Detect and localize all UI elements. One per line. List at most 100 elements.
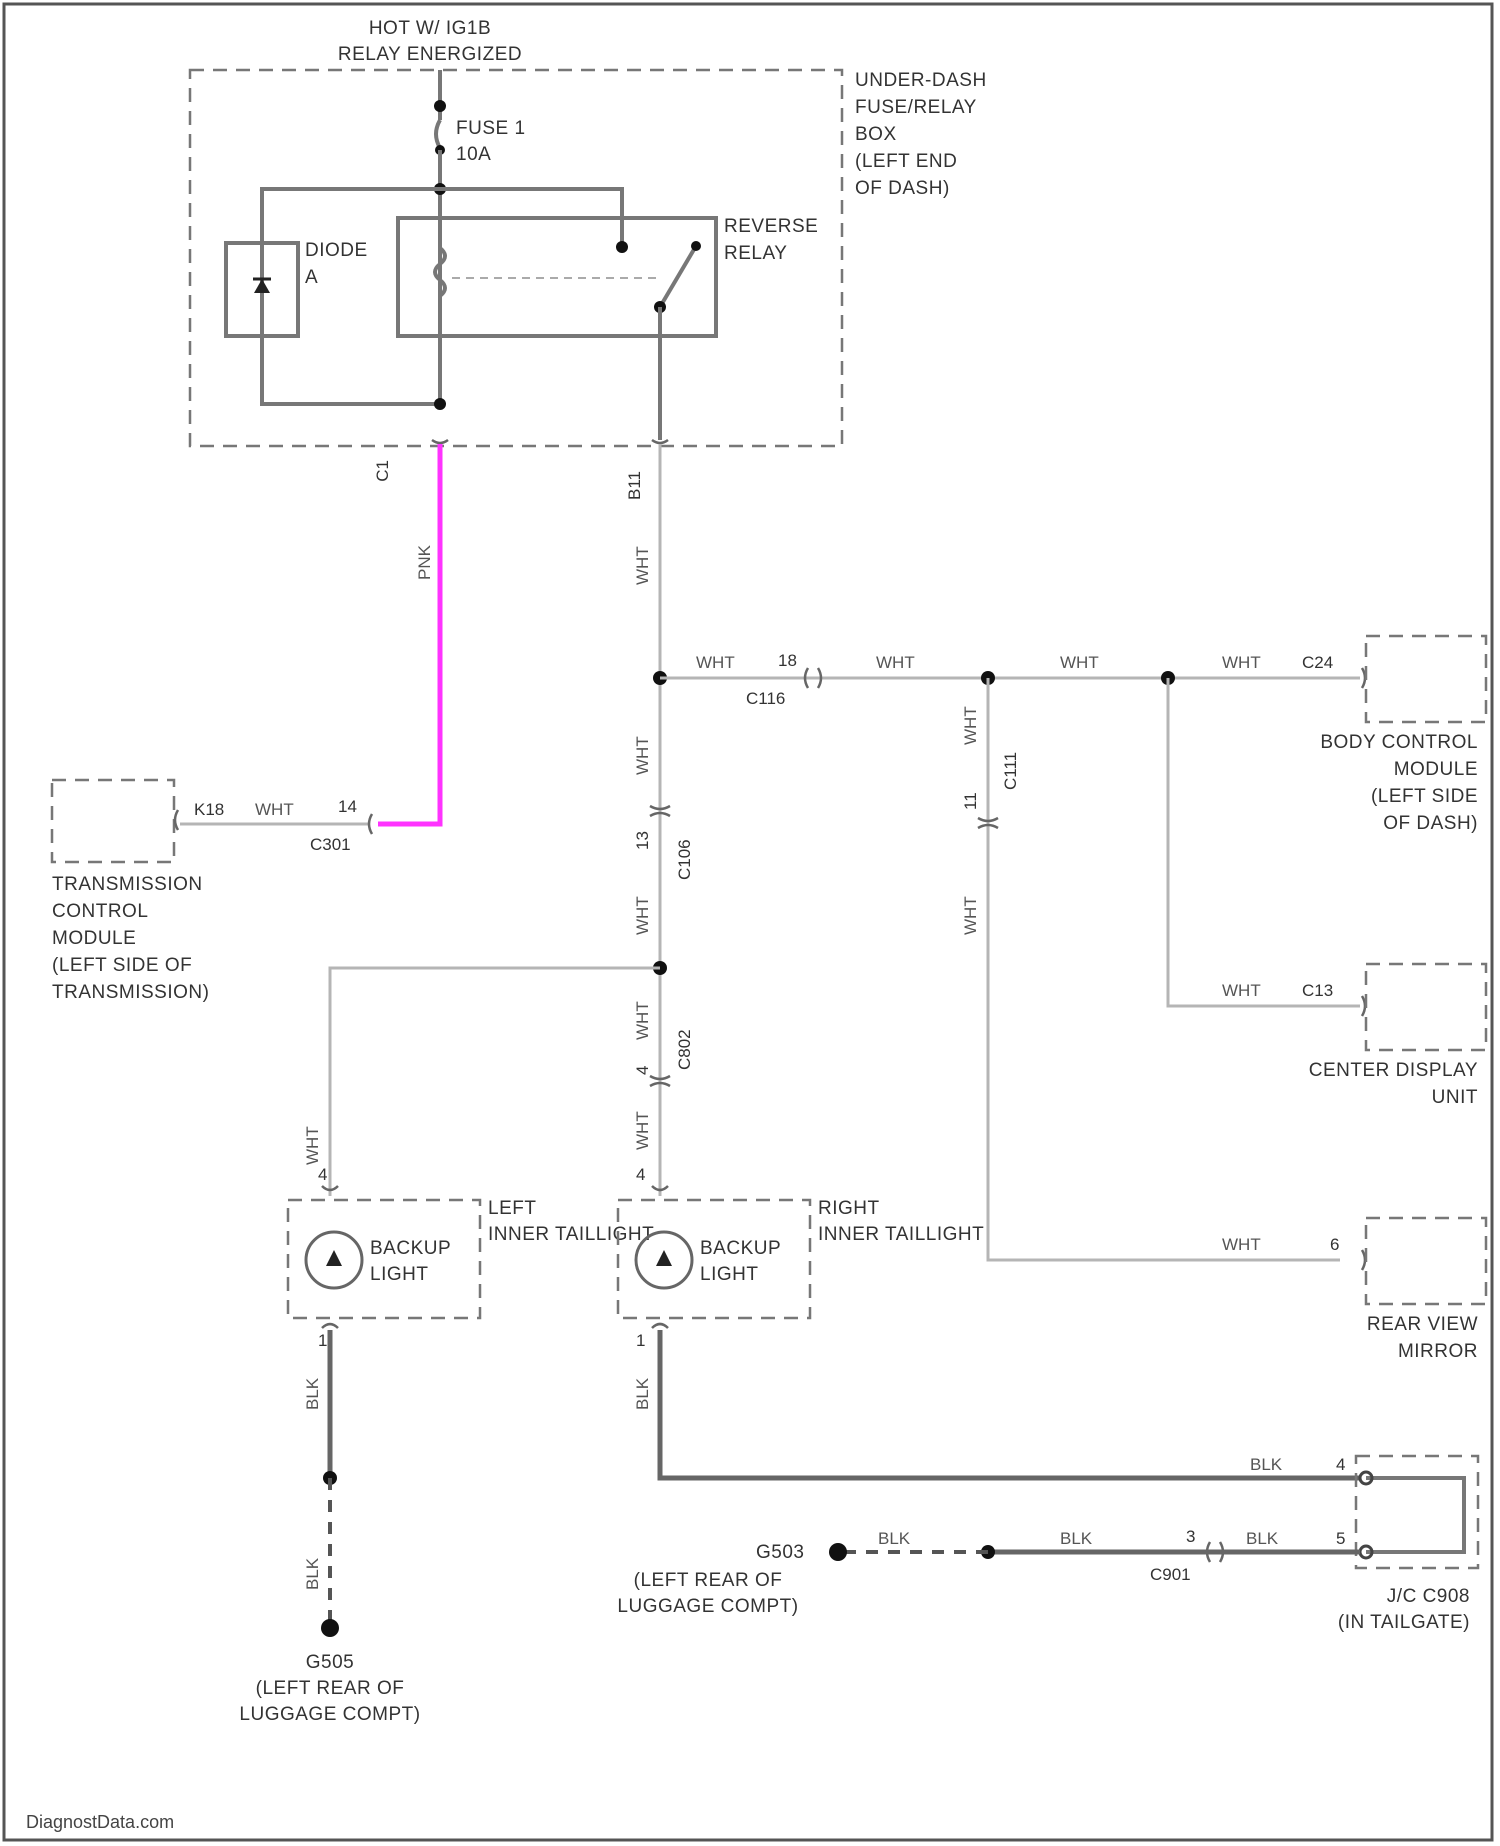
pink-wire-label: PNK [415, 544, 434, 580]
fuse-box-label-4: (LEFT END [855, 151, 957, 172]
left-backup-label-1: BACKUP [370, 1238, 451, 1259]
left-lamp-pin-top: 4 [318, 1165, 327, 1184]
wire-color-h1: WHT [696, 653, 735, 672]
tcm-label-2: CONTROL [52, 901, 148, 922]
tcm-label-3: MODULE [52, 928, 136, 949]
fuse-box-label-2: FUSE/RELAY [855, 97, 977, 118]
c301-connector [369, 814, 372, 834]
diode-symbol [254, 279, 270, 293]
pin-b11-label: B11 [625, 471, 644, 500]
pink-wire-tcm [378, 444, 440, 824]
cdu-wire-color: WHT [1222, 981, 1261, 1000]
fuse-rating: 10A [456, 144, 491, 165]
c116-label: C116 [746, 689, 785, 708]
g503-loc-2: LUGGAGE COMPT) [617, 1596, 798, 1617]
c901-label: C901 [1150, 1565, 1191, 1584]
relay-contact-node [616, 241, 628, 253]
diode-id: A [305, 267, 318, 288]
fuse-out-node [434, 398, 446, 410]
g503-ground-icon [829, 1543, 847, 1561]
left-bulb-led-icon [326, 1250, 342, 1266]
c301-label: C301 [310, 835, 351, 854]
right-taillight-box [618, 1200, 810, 1318]
right-blk-color: BLK [633, 1377, 652, 1410]
bcm-label-1: BODY CONTROL [1320, 732, 1478, 753]
relay-switch-tip [691, 241, 701, 251]
c106-label: C106 [675, 839, 694, 880]
c802-label: C802 [675, 1029, 694, 1070]
bcm-connector [1362, 668, 1365, 688]
mirror-box [1366, 1218, 1486, 1304]
bcm-pin: C24 [1302, 653, 1333, 672]
power-source-line1: HOT W/ IG1B [369, 18, 491, 39]
tcm-label-5: TRANSMISSION) [52, 982, 209, 1003]
wire-color-h3: WHT [1060, 653, 1099, 672]
jc-pin-bot: 5 [1336, 1529, 1345, 1548]
tcm-pin: K18 [194, 800, 224, 819]
jc-wire-color-top: BLK [1250, 1455, 1283, 1474]
left-taillight-label-1: LEFT [488, 1198, 536, 1219]
fusebox-b11-connector [652, 440, 668, 443]
wire-color-h4: WHT [1222, 653, 1261, 672]
mirror-pin: 6 [1330, 1235, 1339, 1254]
g505-label: G505 [306, 1652, 354, 1673]
tcm-box [52, 780, 174, 862]
left-taillight-feed [330, 968, 660, 1196]
c111-wire-color-1: WHT [961, 706, 980, 745]
g503-wire-color: BLK [878, 1529, 911, 1548]
bcm-label-2: MODULE [1394, 759, 1478, 780]
power-source-line2: RELAY ENERGIZED [338, 44, 522, 65]
relay-label-1: REVERSE [724, 216, 818, 237]
mirror-wire [988, 678, 1340, 1260]
fuse-symbol [436, 120, 440, 148]
c111-label: C111 [1001, 752, 1020, 790]
right-taillight-label-1: RIGHT [818, 1198, 880, 1219]
pin-c1-label: C1 [373, 460, 392, 482]
c802-wire-color-2: WHT [633, 1111, 652, 1150]
g503-loc-1: (LEFT REAR OF [634, 1570, 783, 1591]
bcm-label-4: OF DASH) [1383, 813, 1478, 834]
c111-wire-color-2: WHT [961, 896, 980, 935]
fuse-box-label-1: UNDER-DASH [855, 70, 987, 91]
right-bulb-led-icon [656, 1250, 672, 1266]
left-ground-color: BLK [303, 1557, 322, 1590]
tcm-label-4: (LEFT SIDE OF [52, 955, 192, 976]
jc-internal-wire [1366, 1478, 1464, 1552]
g503-label: G503 [756, 1542, 804, 1563]
tcm-wire-color: WHT [255, 800, 294, 819]
relay-label-2: RELAY [724, 243, 787, 264]
left-taillight-label-2: INNER TAILLIGHT [488, 1224, 654, 1245]
g505-loc-2: LUGGAGE COMPT) [239, 1704, 420, 1725]
right-lamp-connector-bot [652, 1324, 668, 1328]
wire-color-h2: WHT [876, 653, 915, 672]
cdu-pin: C13 [1302, 981, 1333, 1000]
diode-name: DIODE [305, 240, 368, 261]
left-feed-color: WHT [303, 1126, 322, 1165]
mirror-label-2: MIRROR [1398, 1341, 1478, 1362]
cdu-connector [1362, 996, 1365, 1016]
right-lamp-pin-top: 4 [636, 1165, 645, 1184]
fusebox-c1-connector [432, 440, 448, 443]
right-backup-label-1: BACKUP [700, 1238, 781, 1259]
mirror-wire-color: WHT [1222, 1235, 1261, 1254]
c901-pin: 3 [1186, 1527, 1195, 1546]
g505-ground-icon [321, 1619, 339, 1637]
tcm-connector [175, 810, 178, 830]
bcm-box [1366, 636, 1486, 722]
jc-label-1: J/C C908 [1387, 1586, 1470, 1607]
left-backup-label-2: LIGHT [370, 1264, 428, 1285]
mirror-label-1: REAR VIEW [1367, 1314, 1478, 1335]
jc-wire-color-bot: BLK [1246, 1529, 1279, 1548]
cdu-label-1: CENTER DISPLAY [1309, 1060, 1478, 1081]
c901-wire-color: BLK [1060, 1529, 1093, 1548]
right-lamp-pin-bot: 1 [636, 1331, 645, 1350]
relay-switch-arm [660, 246, 696, 307]
c802-wire-color-1: WHT [633, 1001, 652, 1040]
fuse-name: FUSE 1 [456, 118, 526, 139]
right-taillight-label-2: INNER TAILLIGHT [818, 1224, 984, 1245]
fuse-box-label-3: BOX [855, 124, 897, 145]
cdu-label-2: UNIT [1432, 1087, 1478, 1108]
watermark: DiagnostData.com [26, 1812, 174, 1832]
c802-pin: 4 [633, 1066, 652, 1075]
c106-pin: 13 [633, 831, 652, 850]
